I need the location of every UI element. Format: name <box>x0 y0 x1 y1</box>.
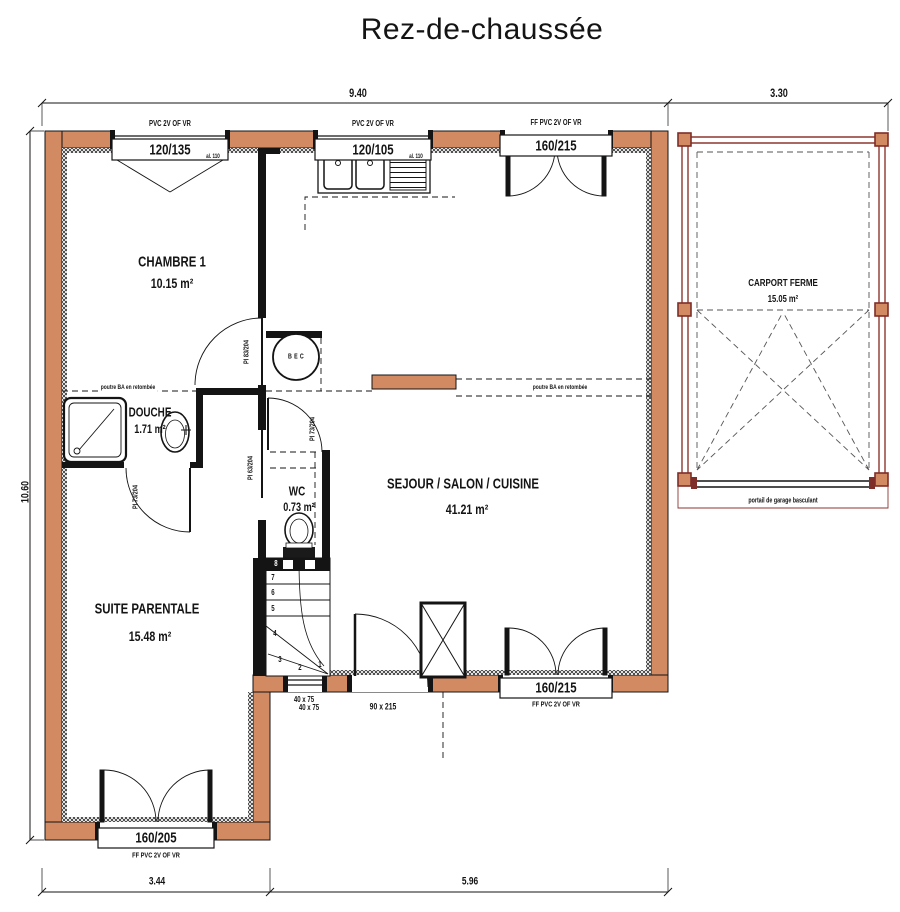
door-suite-size: 160/205 <box>135 829 177 847</box>
room-label-wc: WC <box>288 483 306 499</box>
door-chambre-size: PI 83/204 <box>243 340 251 364</box>
staircase <box>265 557 331 677</box>
dim-bottom-left: 3.44 <box>148 875 166 888</box>
page-title: Rez-de-chaussée <box>360 13 604 46</box>
door-nord-size: 160/215 <box>535 137 577 155</box>
room-label-sejour: SEJOUR / SALON / CUISINE <box>386 475 540 493</box>
shower-tray-icon <box>62 396 128 464</box>
door-suite-int-size: PI 63/204 <box>247 456 255 480</box>
area-label-douche: 1.71 m² <box>134 422 166 436</box>
washbasin-icon <box>160 411 191 453</box>
casement-swing-lines <box>116 159 224 193</box>
stair-step-number: 5 <box>271 604 275 613</box>
area-label-carport: 15.05 m² <box>767 294 799 305</box>
dimension-lines <box>25 98 893 897</box>
stair-step-number: 4 <box>273 629 277 638</box>
window-escalier-size-2: 40 x 75 <box>298 703 320 712</box>
duct-box <box>419 601 467 679</box>
room-label-douche: DOUCHE <box>128 404 172 420</box>
stair-step-number: 8 <box>274 559 278 568</box>
bec-label: BEC <box>287 353 307 361</box>
bar-counter <box>371 374 457 390</box>
insulation-hatch <box>62 148 651 822</box>
door-sud-type: FF PVC 2V OF VR <box>532 699 580 709</box>
beam-label-right: poutre BA en retombée <box>530 384 590 392</box>
door-sud-size: 160/215 <box>535 679 577 697</box>
area-label-chambre: 10.15 m² <box>150 275 194 291</box>
stair-step-number: 6 <box>271 588 275 597</box>
door-entree-size: 90 x 215 <box>369 701 397 712</box>
area-label-sejour: 41.21 m² <box>445 501 489 517</box>
bec-flue-icon <box>272 333 320 381</box>
window-chambre-type: PVC 2V OF VR <box>149 119 191 128</box>
stair-step-number: 2 <box>298 663 302 672</box>
door-douche-size: PI 73/204 <box>132 485 140 509</box>
room-label-suite: SUITE PARENTALE <box>94 600 200 618</box>
window-cuisine-sill: al. 110 <box>409 154 423 160</box>
dim-top-main: 9.40 <box>349 86 367 100</box>
stair-step-number: 1 <box>318 660 322 669</box>
spec-boxes <box>97 134 613 849</box>
room-label-carport: CARPORT FERME <box>748 276 818 289</box>
stair-step-number: 3 <box>278 655 282 664</box>
garage-door <box>677 477 889 509</box>
room-label-chambre: CHAMBRE 1 <box>138 253 206 271</box>
window-chambre-size: 120/135 <box>149 141 191 159</box>
door-nord-type: FF PVC 2V OF VR <box>530 118 582 127</box>
window-chambre-sill: al. 110 <box>206 154 220 160</box>
dim-left: 10.60 <box>19 480 32 504</box>
dim-bottom-right: 5.96 <box>461 875 479 888</box>
carport-dashed-bracing <box>696 151 870 471</box>
area-label-suite: 15.48 m² <box>128 628 172 644</box>
dim-top-carport: 3.30 <box>770 86 788 100</box>
door-suite-type: FF PVC 2V OF VR <box>132 850 180 860</box>
area-label-wc: 0.73 m² <box>283 500 315 514</box>
window-cuisine-type: PVC 2V OF VR <box>352 119 394 128</box>
garage-door-label: portail de garage basculant <box>748 497 818 505</box>
door-wc-size: PI 73/204 <box>309 417 317 441</box>
stair-step-number: 7 <box>271 573 275 582</box>
dashed-lines <box>62 196 651 758</box>
window-escalier-size: 40 x 75 <box>293 695 315 704</box>
carport-structure <box>677 132 889 509</box>
window-cuisine-size: 120/105 <box>352 141 394 159</box>
carport-posts <box>677 132 889 487</box>
door-swing-arcs <box>99 147 608 823</box>
toilet-icon <box>283 512 315 559</box>
beam-label-left: poutre BA en retombée <box>98 384 158 392</box>
